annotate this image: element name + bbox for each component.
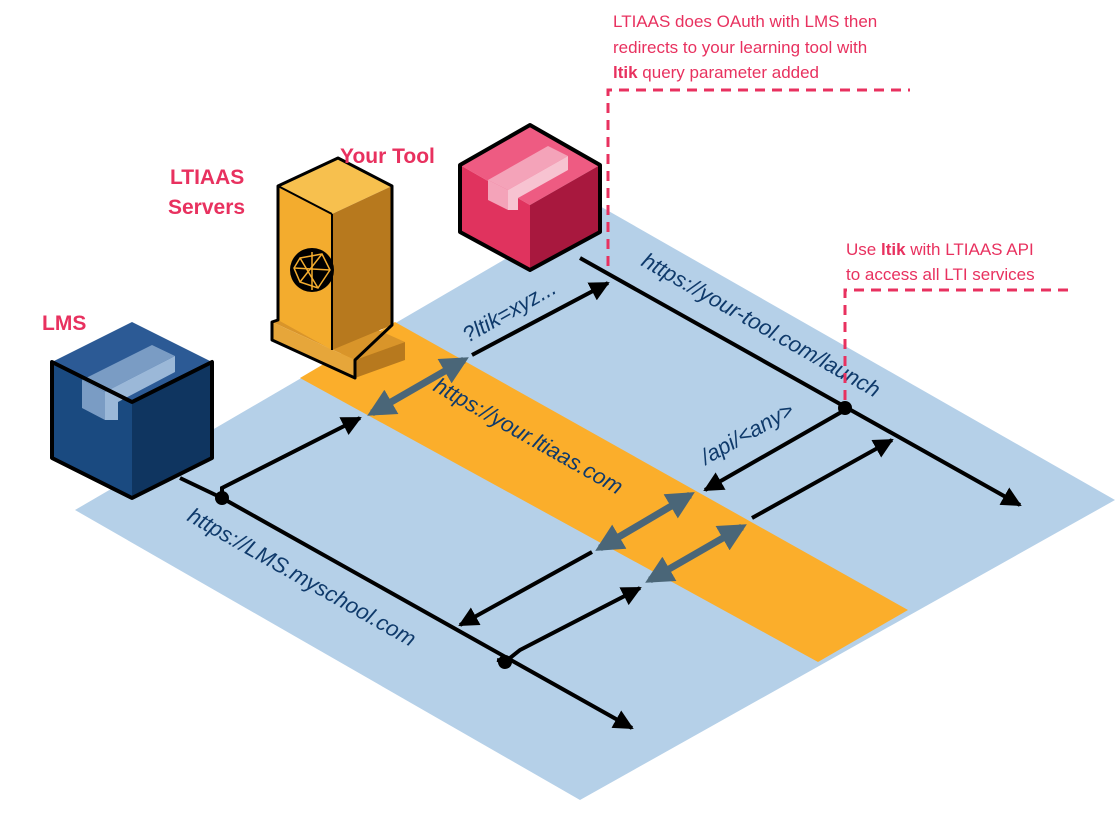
- api-note-line2: to access all LTI services: [846, 265, 1035, 284]
- lms-junction-dot: [215, 491, 229, 505]
- lms-label: LMS: [42, 312, 86, 335]
- launch-note-line3: ltik query parameter added: [613, 63, 819, 82]
- ltiaas-label-line1: LTIAAS: [170, 166, 244, 189]
- launch-note-line1: LTIAAS does OAuth with LMS then: [613, 12, 877, 31]
- ltiaas-server-icon: [270, 156, 405, 380]
- launch-note-ltik: ltik: [613, 63, 638, 82]
- lms-junction-dot-2: [498, 655, 512, 669]
- tool-label: Your Tool: [340, 145, 435, 168]
- callout-lines: [606, 88, 1075, 400]
- api-note-suffix: with LTIAAS API: [906, 240, 1034, 259]
- ltiaas-exchange-arrows: [367, 356, 747, 584]
- tool-junction-dot: [838, 401, 852, 415]
- ltiaas-label-line2: Servers: [168, 196, 245, 219]
- launch-note-line2: redirects to your learning tool with: [613, 38, 867, 57]
- tool-box-icon: [458, 123, 602, 272]
- api-note-ltik: ltik: [881, 240, 906, 259]
- api-note-prefix: Use: [846, 240, 881, 259]
- api-note-line1: Use ltik with LTIAAS API: [846, 240, 1034, 259]
- lms-box-icon: [50, 322, 214, 500]
- launch-note-rest: query parameter added: [638, 63, 819, 82]
- tool-flow-lines: [471, 256, 1022, 520]
